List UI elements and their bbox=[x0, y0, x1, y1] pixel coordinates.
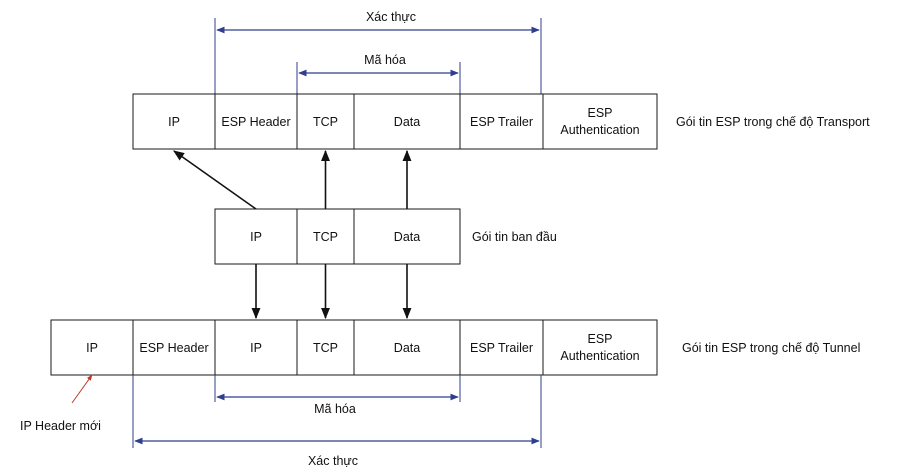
svg-text:IP: IP bbox=[86, 341, 98, 355]
tunnel-field-esp-trailer: ESP Trailer bbox=[459, 319, 544, 376]
tunnel-field-data: Data bbox=[353, 319, 461, 376]
transport-encrypt-label: Mã hóa bbox=[364, 53, 406, 67]
new-ip-header-label: IP Header mới bbox=[20, 419, 101, 433]
transport-auth-span: Xác thực bbox=[214, 10, 542, 94]
svg-text:TCP: TCP bbox=[313, 230, 338, 244]
tunnel-encrypt-label: Mã hóa bbox=[314, 402, 356, 416]
transport-packet: IP ESP Header TCP Data ESP Trailer ESP A… bbox=[132, 93, 658, 150]
svg-text:ESP Header: ESP Header bbox=[139, 341, 208, 355]
svg-text:Data: Data bbox=[394, 341, 420, 355]
arrow-ip-to-transport bbox=[173, 150, 257, 210]
tunnel-auth-label: Xác thực bbox=[308, 454, 358, 468]
svg-text:IP: IP bbox=[168, 115, 180, 129]
transport-field-tcp: TCP bbox=[296, 93, 355, 150]
original-field-data: Data bbox=[353, 208, 461, 265]
tunnel-encrypt-span: Mã hóa bbox=[214, 375, 461, 416]
new-ip-header-pointer bbox=[71, 374, 93, 404]
original-field-tcp: TCP bbox=[296, 208, 355, 265]
tunnel-caption: Gói tin ESP trong chế độ Tunnel bbox=[682, 341, 860, 355]
svg-text:ESP: ESP bbox=[587, 332, 612, 346]
svg-text:ESP Header: ESP Header bbox=[221, 115, 290, 129]
transport-field-esp-auth: ESP Authentication bbox=[542, 93, 658, 150]
svg-text:ESP Trailer: ESP Trailer bbox=[470, 115, 533, 129]
tunnel-field-esp-auth: ESP Authentication bbox=[542, 319, 658, 376]
svg-text:IP: IP bbox=[250, 230, 262, 244]
tunnel-field-tcp: TCP bbox=[296, 319, 355, 376]
transport-encrypt-span: Mã hóa bbox=[296, 53, 461, 94]
tunnel-field-new-ip: IP bbox=[50, 319, 134, 376]
svg-text:Authentication: Authentication bbox=[560, 349, 639, 363]
transport-caption: Gói tin ESP trong chế độ Transport bbox=[676, 115, 870, 129]
original-field-ip: IP bbox=[214, 208, 298, 265]
tunnel-field-esp-header: ESP Header bbox=[132, 319, 216, 376]
tunnel-auth-span: Xác thực bbox=[132, 375, 542, 468]
transport-field-esp-header: ESP Header bbox=[214, 93, 298, 150]
svg-text:Authentication: Authentication bbox=[560, 123, 639, 137]
transport-field-esp-trailer: ESP Trailer bbox=[459, 93, 544, 150]
tunnel-field-ip: IP bbox=[214, 319, 298, 376]
transport-auth-label: Xác thực bbox=[366, 10, 416, 24]
svg-text:TCP: TCP bbox=[313, 341, 338, 355]
original-packet: IP TCP Data bbox=[214, 208, 461, 265]
transport-field-data: Data bbox=[353, 93, 461, 150]
svg-text:ESP Trailer: ESP Trailer bbox=[470, 341, 533, 355]
svg-text:TCP: TCP bbox=[313, 115, 338, 129]
svg-text:Data: Data bbox=[394, 115, 420, 129]
transport-field-ip: IP bbox=[132, 93, 216, 150]
svg-text:IP: IP bbox=[250, 341, 262, 355]
tunnel-packet: IP ESP Header IP TCP Data ESP Trailer ES… bbox=[50, 319, 658, 376]
original-caption: Gói tin ban đầu bbox=[472, 230, 557, 244]
svg-text:ESP: ESP bbox=[587, 106, 612, 120]
svg-text:Data: Data bbox=[394, 230, 420, 244]
